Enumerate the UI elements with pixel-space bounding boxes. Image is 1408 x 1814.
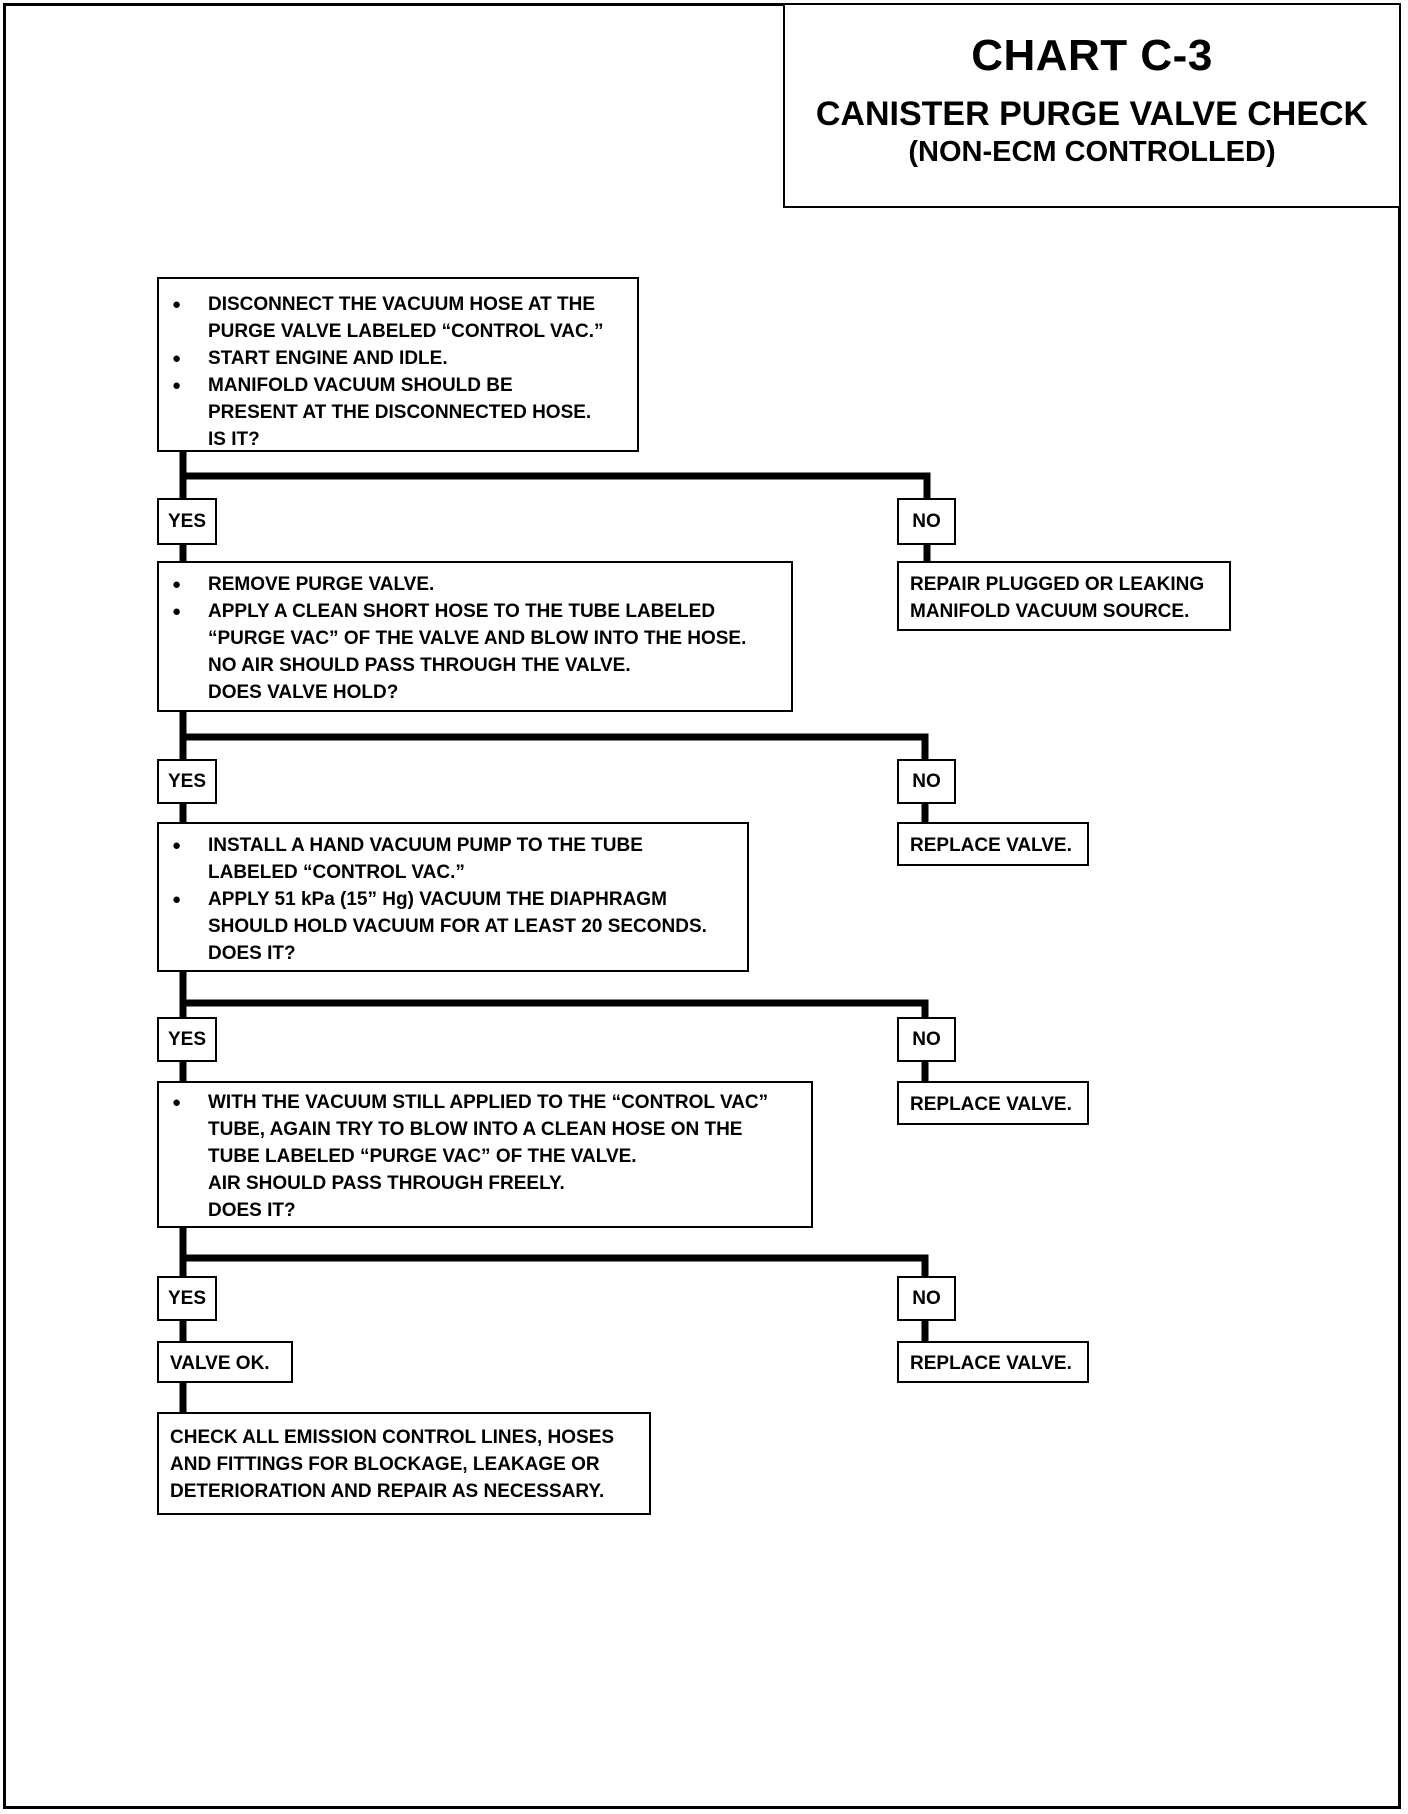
- connector-line: [183, 999, 929, 1017]
- yes-label: YES: [157, 1276, 217, 1321]
- step-1-item: START ENGINE AND IDLE.: [166, 345, 631, 372]
- chart-title-box: CHART C-3 CANISTER PURGE VALVE CHECK (NO…: [783, 3, 1401, 208]
- chart-subtitle: (NON-ECM CONTROLLED): [908, 136, 1276, 168]
- step-4-item: WITH THE VACUUM STILL APPLIED TO THE “CO…: [166, 1089, 805, 1224]
- valve-ok-text: VALVE OK.: [170, 1353, 270, 1374]
- step-2-item: REMOVE PURGE VALVE.: [166, 571, 785, 598]
- final-note-text: CHECK ALL EMISSION CONTROL LINES, HOSES …: [170, 1427, 615, 1502]
- no-result-3: REPLACE VALVE.: [897, 1081, 1089, 1125]
- final-note-box: CHECK ALL EMISSION CONTROL LINES, HOSES …: [157, 1412, 651, 1515]
- no-label: NO: [897, 1276, 956, 1321]
- step-1-box: DISCONNECT THE VACUUM HOSE AT THE PURGE …: [157, 277, 639, 452]
- valve-ok-box: VALVE OK.: [157, 1341, 293, 1383]
- chart-id: CHART C-3: [971, 31, 1213, 80]
- connector-line: [183, 472, 931, 498]
- no-result-text: REPLACE VALVE.: [910, 1094, 1072, 1115]
- step-1-item: DISCONNECT THE VACUUM HOSE AT THE PURGE …: [166, 291, 631, 345]
- step-2-item: APPLY A CLEAN SHORT HOSE TO THE TUBE LAB…: [166, 598, 785, 706]
- no-result-1: REPAIR PLUGGED OR LEAKING MANIFOLD VACUU…: [897, 561, 1231, 631]
- step-4-box: WITH THE VACUUM STILL APPLIED TO THE “CO…: [157, 1081, 813, 1228]
- no-result-text: REPLACE VALVE.: [910, 835, 1072, 856]
- no-label: NO: [897, 759, 956, 804]
- no-label: NO: [897, 498, 956, 545]
- step-1-item: MANIFOLD VACUUM SHOULD BE PRESENT AT THE…: [166, 372, 631, 453]
- step-3-box: INSTALL A HAND VACUUM PUMP TO THE TUBE L…: [157, 822, 749, 972]
- connector-line: [183, 733, 929, 759]
- no-label: NO: [897, 1017, 956, 1062]
- yes-label: YES: [157, 1017, 217, 1062]
- step-3-item: INSTALL A HAND VACUUM PUMP TO THE TUBE L…: [166, 832, 741, 886]
- no-result-2: REPLACE VALVE.: [897, 822, 1089, 866]
- no-result-text: REPLACE VALVE.: [910, 1353, 1072, 1374]
- yes-label: YES: [157, 498, 217, 545]
- chart-title: CANISTER PURGE VALVE CHECK: [815, 95, 1369, 133]
- page-frame: [3, 3, 1401, 1809]
- no-result-4: REPLACE VALVE.: [897, 1341, 1089, 1383]
- yes-label: YES: [157, 759, 217, 804]
- no-result-text: REPAIR PLUGGED OR LEAKING MANIFOLD VACUU…: [910, 574, 1205, 622]
- step-2-box: REMOVE PURGE VALVE. APPLY A CLEAN SHORT …: [157, 561, 793, 712]
- step-3-item: APPLY 51 kPa (15” Hg) VACUUM THE DIAPHRA…: [166, 886, 741, 967]
- connector-line: [183, 1254, 929, 1276]
